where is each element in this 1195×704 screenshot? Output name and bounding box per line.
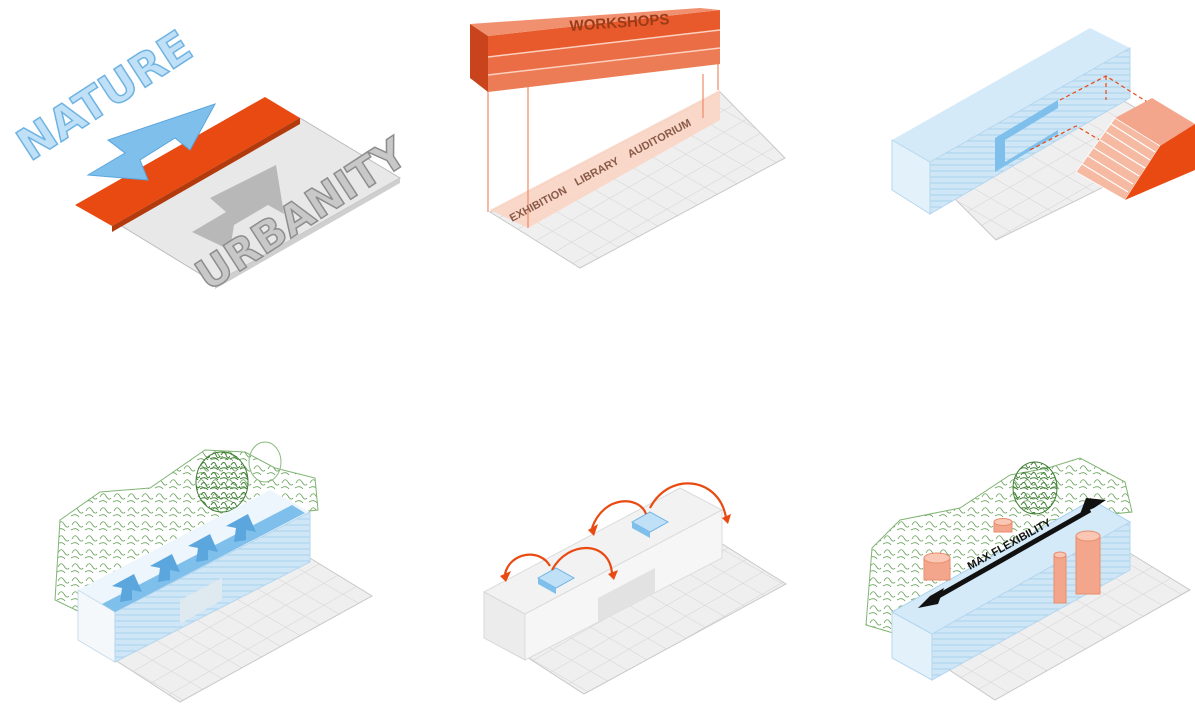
tree-dark-icon bbox=[195, 451, 249, 513]
stair-top-face bbox=[1115, 98, 1195, 146]
panel-connections bbox=[482, 482, 787, 695]
tree-dark-icon bbox=[1012, 461, 1058, 515]
roof-boxes bbox=[536, 511, 670, 594]
up-arrow-icon bbox=[226, 514, 256, 542]
building-cut-void-steps bbox=[1005, 108, 1058, 162]
connection-arrows bbox=[503, 482, 728, 575]
double-arrow-icon bbox=[918, 498, 1106, 608]
ground-floor-program-band bbox=[490, 90, 720, 228]
building-top bbox=[892, 28, 1130, 162]
nature-arrow-icon bbox=[86, 103, 217, 181]
stair-side bbox=[1125, 124, 1195, 200]
curved-arrow-icon bbox=[649, 482, 728, 519]
orange-divider-edge bbox=[112, 118, 300, 232]
programme-grid-ground bbox=[488, 91, 786, 269]
orange-divider-band bbox=[75, 97, 300, 226]
curved-arrow-icon bbox=[590, 500, 648, 529]
green-roof-arrows bbox=[112, 514, 256, 602]
nature-label: NATURE bbox=[8, 21, 201, 171]
connection-arrowheads bbox=[500, 514, 731, 582]
workshops-label: WORKSHOPS bbox=[569, 11, 670, 35]
panel-max-flexibility: MAX FLEXIBILITY bbox=[865, 457, 1191, 701]
flex-cylinders bbox=[923, 518, 1101, 604]
tree-icon bbox=[248, 441, 282, 483]
panel-programme: WORKSHOPS EXHIBITION LIBRARY AUDITORIUM bbox=[470, 8, 786, 269]
panel-stair bbox=[891, 28, 1195, 241]
urbanity-ground-edge bbox=[215, 178, 400, 289]
curved-arrow-icon bbox=[503, 553, 551, 575]
workshops-volume bbox=[470, 8, 721, 92]
up-arrow-icon bbox=[188, 534, 218, 562]
panel-nature-urbanity: NATURE URBANITY bbox=[7, 20, 416, 301]
gray-void-cut bbox=[598, 568, 655, 622]
urbanity-arrow-icon bbox=[192, 165, 284, 250]
panel-green-roof bbox=[54, 441, 373, 703]
silo-shape bbox=[1075, 535, 1101, 595]
stair-step-lines bbox=[1081, 123, 1156, 193]
up-arrow-icon bbox=[150, 554, 180, 582]
silo-shape bbox=[1053, 554, 1067, 604]
curved-arrow-icon bbox=[551, 546, 614, 575]
up-arrow-icon bbox=[112, 574, 142, 602]
green-void-cut bbox=[180, 578, 222, 624]
